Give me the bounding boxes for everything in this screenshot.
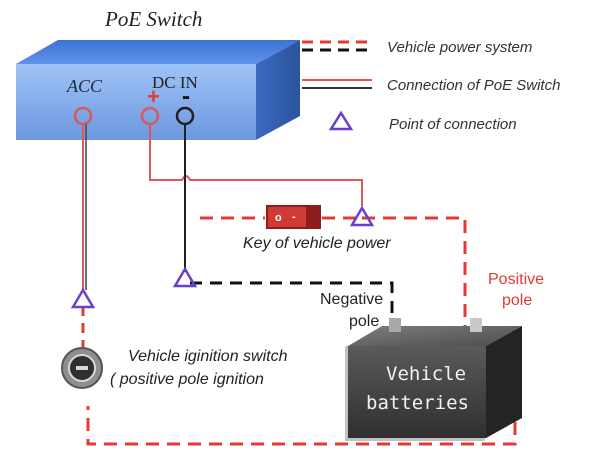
positive-pole-label-line2: pole <box>502 292 532 309</box>
battery-label-line1: Vehicle <box>386 363 466 385</box>
vehicle-key-switch-face[interactable] <box>268 207 306 227</box>
battery-side-face <box>486 326 522 438</box>
battery-label-line2: batteries <box>366 392 469 414</box>
poe-switch-top-face <box>16 40 300 64</box>
vehicle-key-label: Key of vehicle power <box>243 235 391 252</box>
plus-label: + <box>147 84 160 109</box>
battery-front-face <box>348 346 486 438</box>
poe-switch-side-face <box>256 40 300 140</box>
connection-points <box>70 205 375 309</box>
ignition-label-line2: ( positive pole ignition <box>110 371 264 388</box>
legend-label-connection: Connection of PoE Switch <box>387 77 560 94</box>
ignition-label-line1: Vehicle iginition switch <box>128 348 288 365</box>
connection-point-key-icon[interactable] <box>349 205 375 227</box>
ignition-key-slot-icon <box>76 366 88 370</box>
vehicle-key-switch-on-icon: o <box>275 212 282 224</box>
vehicle-battery: Vehicle batteries <box>345 318 522 441</box>
poe-switch-title: PoE Switch <box>104 7 202 31</box>
poe-switch-box: ACC DC IN + - <box>16 40 300 140</box>
poe-switch-front-face <box>16 64 256 140</box>
negative-pole-label-line2: pole <box>349 313 379 330</box>
ignition-switch-icon[interactable] <box>61 347 103 389</box>
legend-label-vehicle-power-system: Vehicle power system <box>387 39 532 56</box>
legend-label-point-of-connection: Point of connection <box>389 116 517 133</box>
vehicle-key-switch-off-icon: - <box>292 211 296 223</box>
legend: Vehicle power system Connection of PoE S… <box>302 39 560 133</box>
legend-item-vehicle-power-system: Vehicle power system <box>302 39 532 56</box>
connection-wires <box>82 124 363 290</box>
legend-item-connection: Connection of PoE Switch <box>302 77 560 94</box>
positive-pole-label-line1: Positive <box>488 271 544 288</box>
battery-negative-post-icon <box>389 318 401 332</box>
legend-connection-triangle-icon <box>328 110 354 131</box>
minus-label: - <box>182 83 190 110</box>
legend-item-point-of-connection: Point of connection <box>328 110 517 133</box>
dc-in-label: DC IN <box>152 73 198 92</box>
vehicle-power-black-negative-line <box>190 281 394 326</box>
connection-point-negative-icon[interactable] <box>172 266 198 288</box>
connection-point-acc-icon[interactable] <box>70 287 96 309</box>
vehicle-key-switch[interactable]: o - <box>266 205 321 229</box>
acc-label: ACC <box>66 76 103 96</box>
battery-positive-post-icon <box>470 318 482 332</box>
negative-pole-label-line1: Negative <box>320 291 383 308</box>
